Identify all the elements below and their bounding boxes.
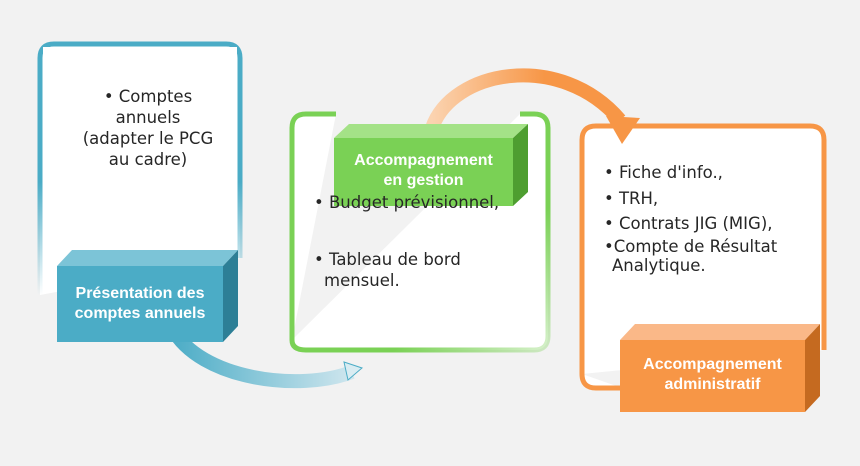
bullet-line: • Comptes	[103, 87, 193, 106]
bullet-line: annuels	[115, 108, 181, 128]
bullet-line: mensuel.	[324, 271, 400, 291]
arrow-head-orange	[606, 116, 640, 144]
stage-administratif-frame	[579, 123, 827, 391]
title-line: Présentation des	[75, 285, 205, 302]
bullet-line: Analytique.	[612, 256, 706, 276]
title-line: administratif	[664, 376, 761, 393]
stage-gestion-title: Accompagnement en gestion	[334, 151, 513, 191]
arrow-presentation-to-gestion	[165, 324, 355, 389]
stage-gestion-bullets: • Budget prévisionnel, • Tableau de bord…	[314, 192, 542, 291]
stage-administratif-label-block	[620, 324, 820, 412]
stage-presentation-label-block	[57, 250, 238, 342]
arrow-head-blue	[343, 361, 363, 381]
bullet-line: au cadre)	[108, 150, 188, 170]
bullet-line	[314, 213, 542, 241]
title-line: comptes annuels	[74, 305, 206, 322]
stage-administratif-title: Accompagnement administratif	[620, 355, 805, 395]
stage-gestion-label-block	[334, 124, 528, 206]
bullet-line: •Compte de Résultat	[604, 236, 778, 256]
stage-administratif-bullets: • Fiche d'info., • TRH, • Contrats JIG (…	[604, 160, 820, 276]
stage-presentation-title: Présentation des comptes annuels	[57, 284, 223, 324]
bullet-line: (adapter le PCG	[82, 129, 214, 149]
bullet-line: • TRH,	[604, 188, 659, 208]
title-line: Accompagnement	[643, 356, 782, 373]
arrow-gestion-to-administratif	[425, 68, 626, 131]
stage-presentation-bullets: • Comptes annuels (adapter le PCG au cad…	[68, 86, 228, 170]
bullet-line: • Budget prévisionnel,	[314, 193, 500, 212]
title-line: en gestion	[383, 172, 464, 189]
title-line: Accompagnement	[354, 152, 493, 169]
bullet-line: • Contrats JIG (MIG),	[604, 214, 773, 234]
bullet-line: • Fiche d'info.,	[604, 163, 723, 182]
bullet-line: • Tableau de bord	[314, 250, 461, 270]
